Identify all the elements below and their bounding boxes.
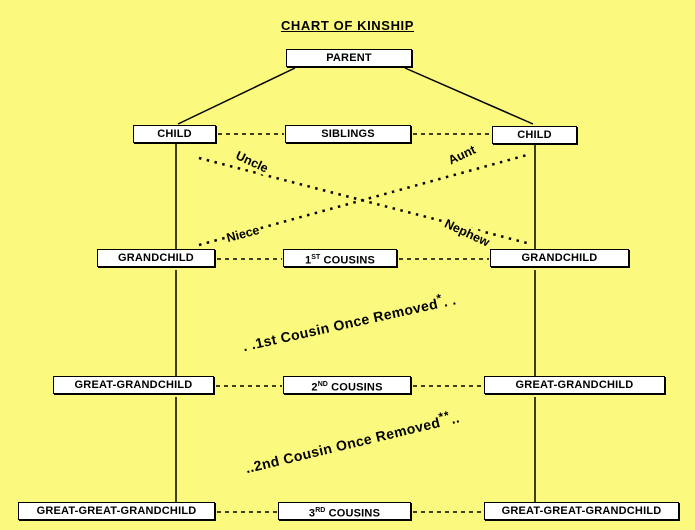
box-second-cousins: 2ND COUSINS [283,376,411,394]
second-cousins-number: 2 [311,381,318,394]
box-great-grandchild-left-label: GREAT-GRANDCHILD [74,379,193,391]
chart-title: CHART OF KINSHIP [280,18,415,33]
third-cousins-word: COUSINS [325,507,381,520]
first-cousins-number: 1 [304,254,312,267]
first-removed-trail-dots: . . [441,291,458,310]
box-parent: PARENT [286,49,412,67]
box-grandchild-right-label: GRANDCHILD [521,252,598,264]
box-first-cousins: 1ST COUSINS [283,249,397,267]
box-great-grandchild-right: GREAT-GRANDCHILD [484,376,665,394]
box-parent-label: PARENT [326,52,372,64]
box-great-great-grandchild-left: GREAT-GREAT-GRANDCHILD [18,502,215,520]
first-cousins-word: COUSINS [320,254,376,267]
box-child-right: CHILD [492,126,577,144]
box-child-right-label: CHILD [517,129,552,141]
box-grandchild-right: GRANDCHILD [490,249,629,267]
box-great-great-grandchild-right-label: GREAT-GREAT-GRANDCHILD [501,505,662,517]
box-child-left-label: CHILD [157,128,192,140]
third-cousins-number: 3 [308,507,316,520]
second-removed-trail-dots: .. [449,409,462,427]
cousin-dashed-lines [216,133,491,513]
box-great-grandchild-right-label: GREAT-GRANDCHILD [515,379,634,391]
second-cousins-ordinal: ND [317,381,328,388]
box-third-cousins: 3RD COUSINS [278,502,411,520]
box-siblings-label: SIBLINGS [321,128,375,140]
box-grandchild-left-label: GRANDCHILD [118,252,194,264]
box-grandchild-left: GRANDCHILD [97,249,215,267]
third-cousins-ordinal: RD [315,507,326,514]
box-great-great-grandchild-left-label: GREAT-GREAT-GRANDCHILD [36,505,197,517]
box-great-grandchild-left: GREAT-GRANDCHILD [53,376,214,394]
box-siblings: SIBLINGS [285,125,411,143]
first-cousins-ordinal: ST [311,254,321,261]
parent-child-lines [175,67,536,502]
box-child-left: CHILD [133,125,216,143]
second-cousins-word: COUSINS [327,381,383,394]
box-great-great-grandchild-right: GREAT-GREAT-GRANDCHILD [484,502,679,520]
